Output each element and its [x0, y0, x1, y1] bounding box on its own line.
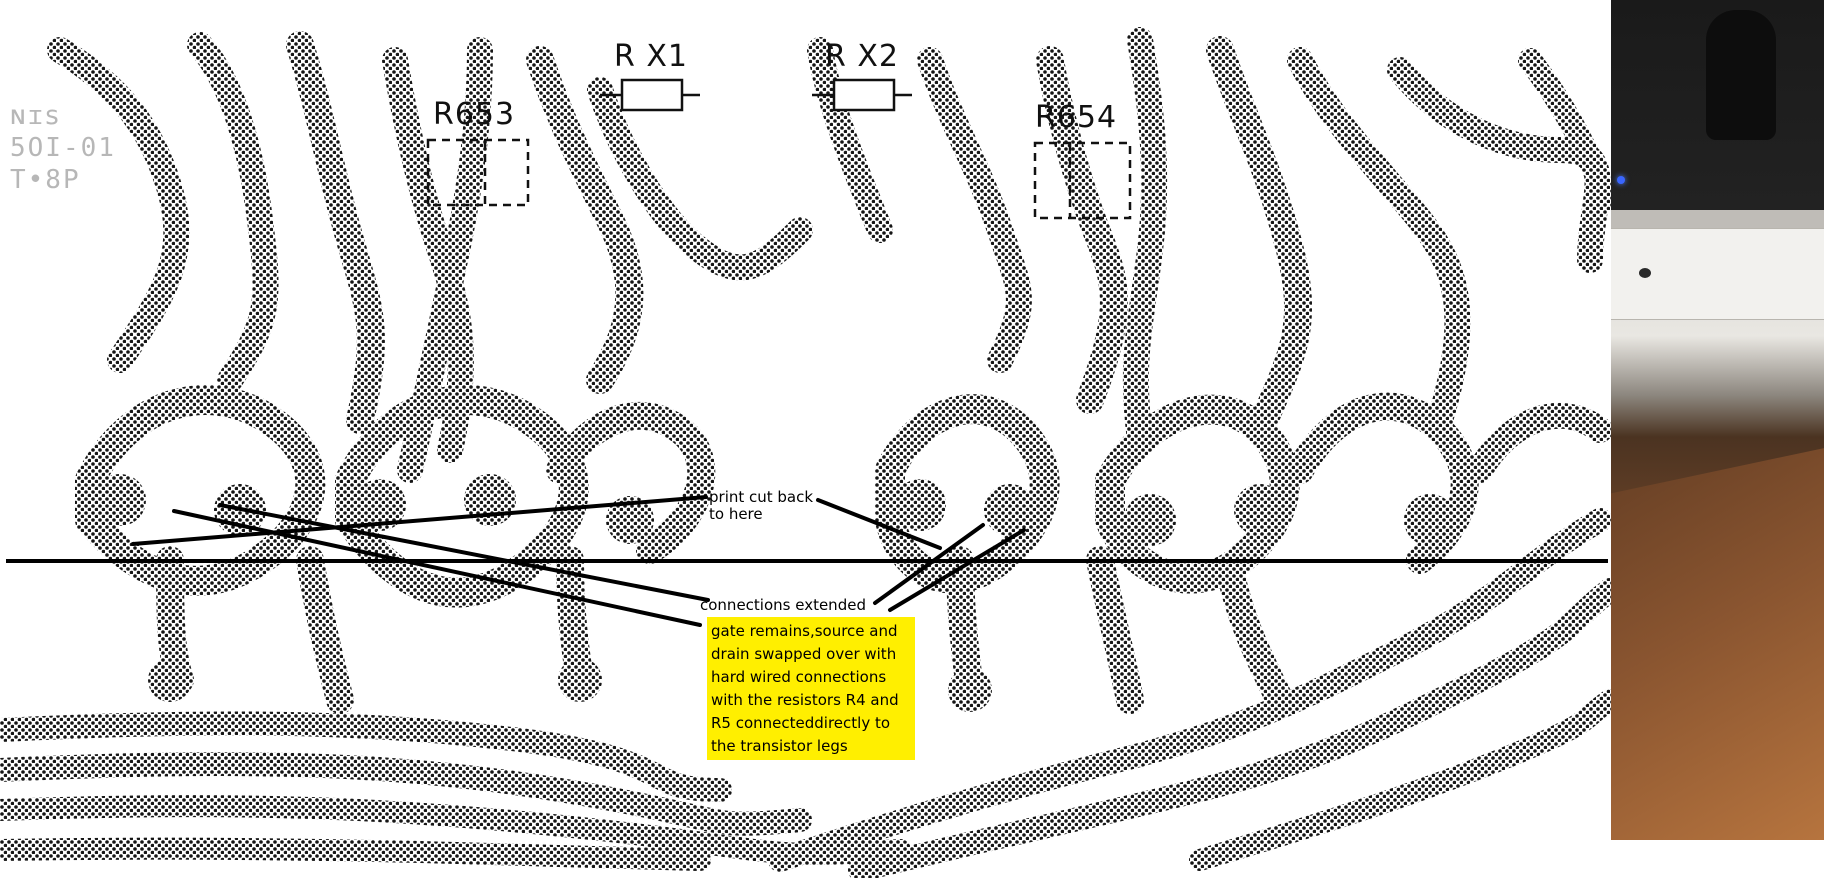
rx1-body [620, 78, 684, 112]
print-cut-back-note: print cut back to here [709, 488, 814, 523]
highlighted-modification-note: gate remains,source and drain swapped ov… [707, 617, 915, 760]
dark-object [1706, 10, 1776, 140]
rx2-label: R X2 [825, 39, 900, 74]
rx2-body [832, 78, 896, 112]
photo-background-strip [1611, 0, 1824, 840]
resistor-symbols [426, 78, 1132, 220]
board-corner-marking: ɴɪꜱ 5OI-01 T•8P [10, 101, 116, 195]
shelf [1611, 210, 1824, 228]
rx1-label: R X1 [614, 39, 689, 74]
r653-label: R653 [433, 97, 516, 132]
r654-outline [1033, 141, 1132, 220]
wooden-desk [1611, 442, 1824, 840]
connections-extended-note: connections extended [700, 596, 866, 614]
drawer-knob-icon [1639, 268, 1651, 278]
blue-led-icon [1617, 176, 1625, 184]
r653-outline [426, 138, 530, 207]
r654-label: R654 [1035, 100, 1118, 135]
annotation-lines [131, 495, 1026, 627]
